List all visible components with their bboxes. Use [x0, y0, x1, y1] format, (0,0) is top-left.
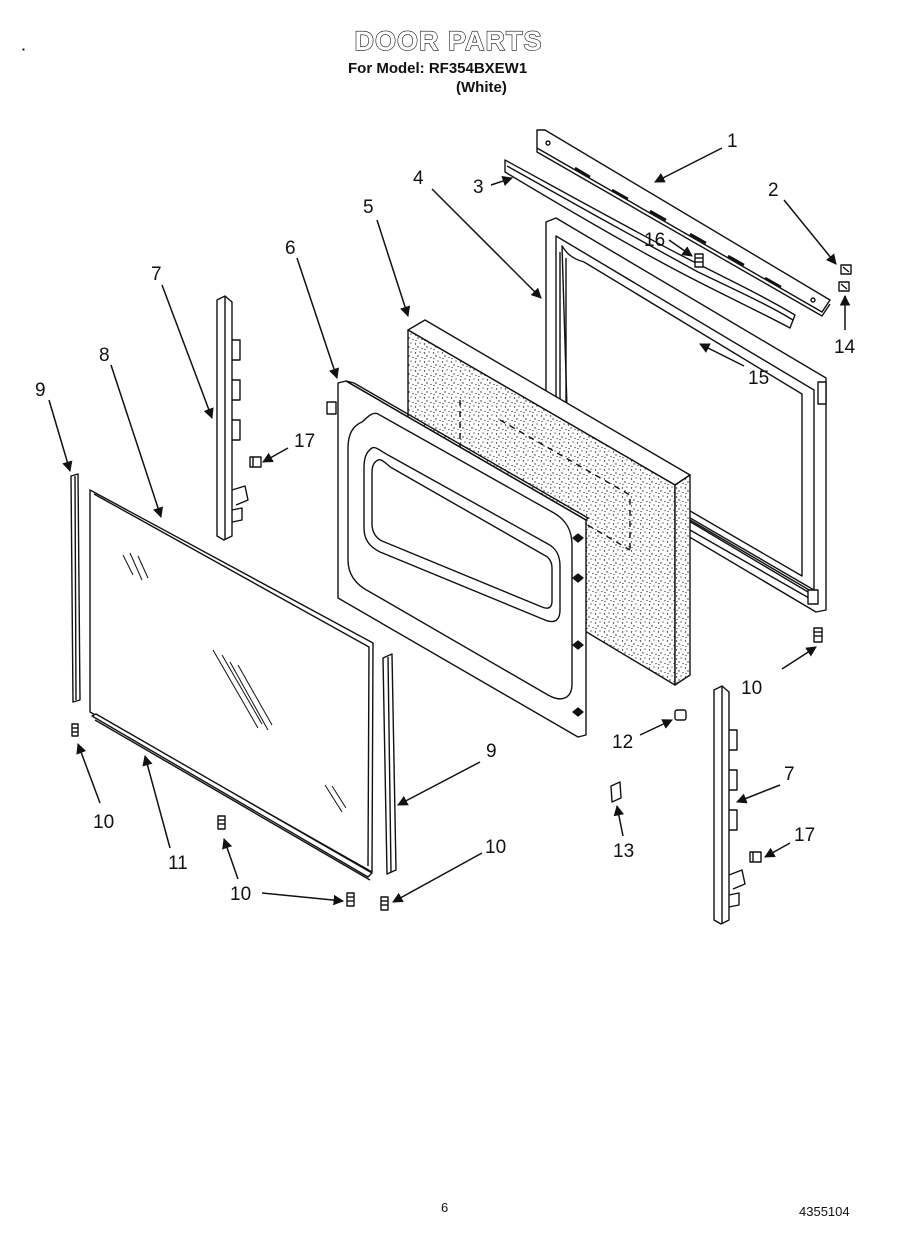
callout-7a: 7	[151, 264, 162, 285]
model-line: For Model: RF354BXEW1	[348, 60, 528, 77]
color-line: (White)	[456, 79, 507, 96]
callout-10a: 10	[93, 812, 114, 833]
callout-5: 5	[363, 197, 374, 218]
callout-2: 2	[768, 180, 779, 201]
part-9-retainer-left	[70, 473, 81, 703]
callout-10b: 10	[230, 884, 251, 905]
leader-7b	[736, 784, 781, 804]
callout-10e: 10	[741, 678, 762, 699]
leader-9a	[48, 399, 73, 473]
callout-14: 14	[834, 337, 856, 358]
leader-13	[613, 804, 625, 837]
document-number: 4355104	[799, 1204, 850, 1219]
callout-16: 16	[644, 230, 665, 251]
leader-16	[668, 239, 693, 257]
part-17-clip-left	[249, 456, 262, 468]
leader-12	[639, 719, 673, 736]
callout-17b: 17	[794, 825, 815, 846]
corner-mark: ▪	[22, 45, 25, 54]
leader-6	[296, 257, 339, 379]
leader-7a	[161, 284, 214, 419]
part-10-screw-a	[71, 723, 79, 737]
part-1-door-top-trim	[536, 129, 831, 317]
part-3-vent-baffle	[504, 159, 796, 329]
part-12-bumper	[674, 709, 687, 721]
part-6-inner-panel	[326, 380, 589, 738]
leader-8	[110, 364, 164, 518]
leader-17b	[764, 842, 791, 858]
callout-6: 6	[285, 238, 296, 259]
leader-10d	[392, 852, 483, 903]
leader-11	[142, 754, 171, 849]
part-10-screw-c	[346, 892, 355, 907]
callout-13: 13	[613, 841, 634, 862]
part-8-outer-glass	[89, 489, 374, 873]
part-14-screw	[838, 281, 850, 292]
leader-2	[783, 199, 837, 265]
part-17-clip-right	[749, 851, 762, 863]
leader-10b	[222, 838, 239, 880]
callout-9a: 9	[35, 380, 46, 401]
part-10-screw-e	[813, 627, 823, 643]
part-13-clip	[610, 781, 622, 803]
leader-4	[431, 188, 542, 299]
callout-17a: 17	[294, 431, 315, 452]
part-9-retainer-right	[382, 653, 397, 875]
page-number: 6	[441, 1200, 449, 1215]
part-16-screw	[694, 253, 704, 268]
callout-12: 12	[612, 732, 633, 753]
leader-5	[376, 219, 411, 317]
callout-9b: 9	[486, 741, 497, 762]
callout-3: 3	[473, 177, 484, 198]
callout-15: 15	[748, 368, 769, 389]
leader-10c	[261, 892, 345, 906]
callout-10d: 10	[485, 837, 506, 858]
part-10-screw-d	[380, 896, 389, 911]
callout-1: 1	[727, 131, 738, 152]
leader-10e	[781, 646, 817, 670]
leader-3	[490, 176, 513, 186]
part-2-screw	[840, 264, 852, 275]
callout-7b: 7	[784, 764, 795, 785]
part-7-side-trim-left	[216, 295, 249, 541]
leader-10a	[76, 743, 101, 804]
page-title: DOOR PARTS	[354, 25, 543, 56]
part-11-bottom-trim	[91, 713, 373, 881]
leader-1	[654, 147, 723, 183]
leader-17a	[262, 447, 289, 463]
callout-11: 11	[168, 853, 188, 874]
callout-8: 8	[99, 345, 110, 366]
leader-9b	[397, 761, 481, 806]
callout-4: 4	[413, 168, 424, 189]
part-7-side-trim-right	[713, 685, 746, 925]
leader-15	[699, 343, 745, 367]
part-10-screw-b	[217, 815, 226, 830]
